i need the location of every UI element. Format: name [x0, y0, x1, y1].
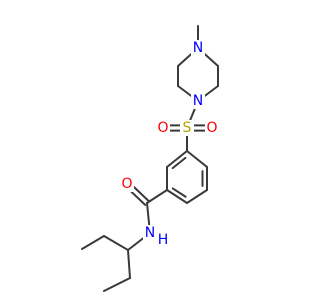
bond-r6-r1 [166, 150, 188, 168]
atom-label-background [205, 120, 219, 136]
atom-label-background [180, 120, 194, 136]
atom-n_top: N [193, 40, 203, 56]
bond-ch-a1 [103, 235, 129, 251]
atom-label-background [191, 40, 205, 56]
atom-label-background [191, 93, 205, 109]
atom-label-background [156, 232, 170, 248]
atom-label-background [156, 120, 170, 136]
bond-layer [81, 25, 219, 292]
bond-r4-r5-inner [171, 187, 187, 198]
bond-r1-r2 [186, 150, 208, 168]
atom-o_left: O [157, 120, 168, 136]
atom-label-background [143, 225, 157, 241]
atom-label-background [120, 176, 134, 192]
bond-a1-a2 [81, 235, 105, 250]
bond-r6-r1-inner [171, 156, 187, 170]
bond-r3-r4 [186, 189, 208, 204]
atom-nh: N [145, 225, 155, 241]
bond-r5-c_am [146, 189, 168, 204]
atom-o_amide: O [121, 176, 132, 192]
bond-b1-b2 [103, 277, 131, 292]
bond-ch-b1 [127, 249, 131, 279]
atom-n_mid: N [193, 93, 203, 109]
atom-o_right: O [206, 120, 217, 136]
atom-s1: S [183, 120, 192, 136]
atom-h_nh: H [158, 232, 169, 248]
bond-r4-r5 [166, 189, 188, 204]
